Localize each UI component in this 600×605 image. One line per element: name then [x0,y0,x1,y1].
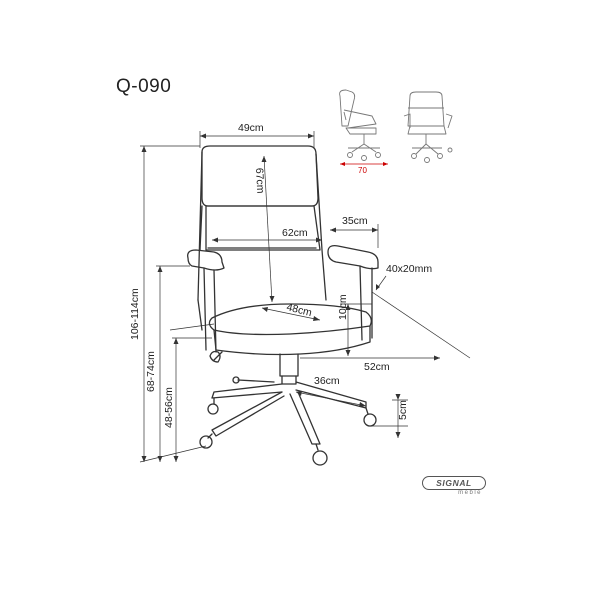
backrest-middle [205,205,321,251]
brand-name: SIGNAL [422,476,486,490]
base-leg-front [289,391,321,445]
base-leg-left [211,383,283,399]
thumbnail-side-view [339,89,381,161]
thumbnail-rear-view [403,91,453,163]
caster-left [207,397,219,415]
dim-width-top: 49cm [238,122,264,134]
dim-arm-width: 62cm [282,227,308,239]
dim-total-height: 106-114cm [129,288,141,340]
caster-front-left [199,433,213,449]
backrest-side-left [197,151,203,301]
thumbnail-recline-value: 70 [358,166,367,175]
backrest [201,145,319,207]
base-leg-back-left [237,379,275,383]
brand-logo: SIGNAL meble [418,474,488,498]
dim-seat-thickness: 10cm [337,294,349,320]
backrest-side-right [315,153,327,301]
seat-front [213,325,371,356]
dim-wheel-height: 5cm [397,400,409,420]
dim-armrest-depth: 35cm [342,215,368,227]
caster-right [363,407,377,427]
dim-depth: 52cm [364,361,390,373]
caster-front [312,443,328,466]
tilt-lever [209,350,223,363]
brand-sub: meble [458,490,482,496]
dim-backrest-height: 67cm [253,168,266,195]
armrest-left [187,249,225,271]
gas-lift [279,353,299,377]
caster-back [232,376,240,384]
dim-base-radius: 36cm [314,375,340,387]
model-title: Q-090 [116,76,172,97]
dim-seat-height: 48-56cm [163,387,175,428]
base-leg-front-left [211,391,285,437]
armrest-right [327,244,379,270]
dim-arm-height: 68-74cm [145,351,157,392]
dim-armrest-section: 40x20mm [386,263,432,275]
